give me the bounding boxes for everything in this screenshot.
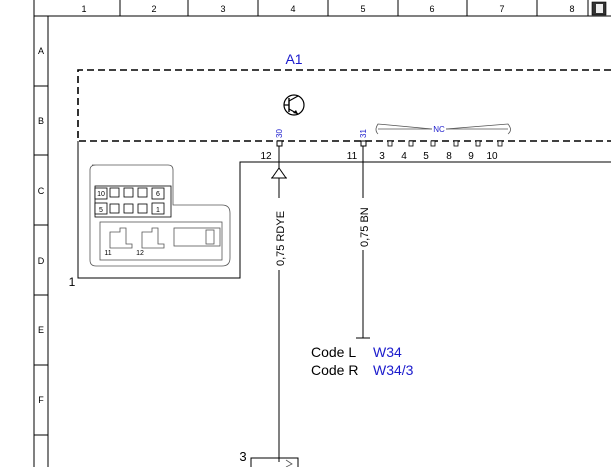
pin-number: 11	[347, 151, 358, 162]
connector-sub-label: 11	[104, 250, 111, 257]
pin-number: 12	[260, 151, 272, 162]
connector-cell-label: 5	[99, 207, 103, 214]
col-label: 1	[81, 4, 86, 14]
col-label: 6	[429, 4, 434, 14]
module-a1-label[interactable]: A1	[285, 51, 302, 67]
code-l-label: Code L	[311, 344, 356, 360]
col-label: 3	[220, 4, 225, 14]
connector-ref[interactable]: 1	[69, 275, 76, 289]
pin-number: 5	[423, 151, 429, 162]
nc-bracket	[375, 123, 511, 135]
transistor-icon	[283, 94, 305, 116]
col-label: 2	[151, 4, 156, 14]
col-label: 7	[499, 4, 504, 14]
row-label: C	[38, 186, 45, 196]
wire-label-left: 0,75 RDYE	[275, 211, 287, 266]
code-l-value[interactable]: W34	[373, 344, 402, 360]
pin-stubs	[276, 140, 503, 147]
row-label: E	[38, 325, 44, 335]
col-label: 8	[569, 4, 574, 14]
row-label: B	[38, 116, 44, 126]
pin-number: 4	[401, 151, 407, 162]
row-label: D	[38, 256, 45, 266]
bottom-connector-mark	[285, 459, 293, 467]
pin-number: 10	[486, 151, 498, 162]
col-label: 5	[360, 4, 365, 14]
connector-cell-label: 1	[156, 207, 160, 214]
connector-cell-label: 10	[97, 191, 105, 198]
wire-label-right: 0,75 BN	[359, 207, 371, 247]
row-label: A	[38, 46, 44, 56]
bottom-component	[250, 457, 299, 467]
pin-label-31[interactable]: 31	[359, 129, 368, 138]
book-icon-page	[596, 4, 603, 13]
pin-number: 8	[446, 151, 452, 162]
code-r-label: Code R	[311, 362, 358, 378]
pin-number: 9	[468, 151, 474, 162]
wire-arrow	[271, 167, 287, 179]
col-label: 4	[290, 4, 295, 14]
connector-drawing	[89, 164, 231, 267]
connector-sub-label: 12	[136, 250, 144, 257]
connector-cell-label: 6	[156, 191, 160, 198]
bottom-ref[interactable]: 3	[239, 449, 246, 464]
pin-label-30[interactable]: 30	[275, 129, 284, 138]
pin-number: 3	[379, 151, 385, 162]
code-r-value[interactable]: W34/3	[373, 362, 414, 378]
nc-label[interactable]: NC	[433, 125, 445, 134]
row-label: F	[38, 395, 44, 405]
module-a1-border	[77, 69, 611, 142]
connector-boundary	[77, 141, 611, 279]
